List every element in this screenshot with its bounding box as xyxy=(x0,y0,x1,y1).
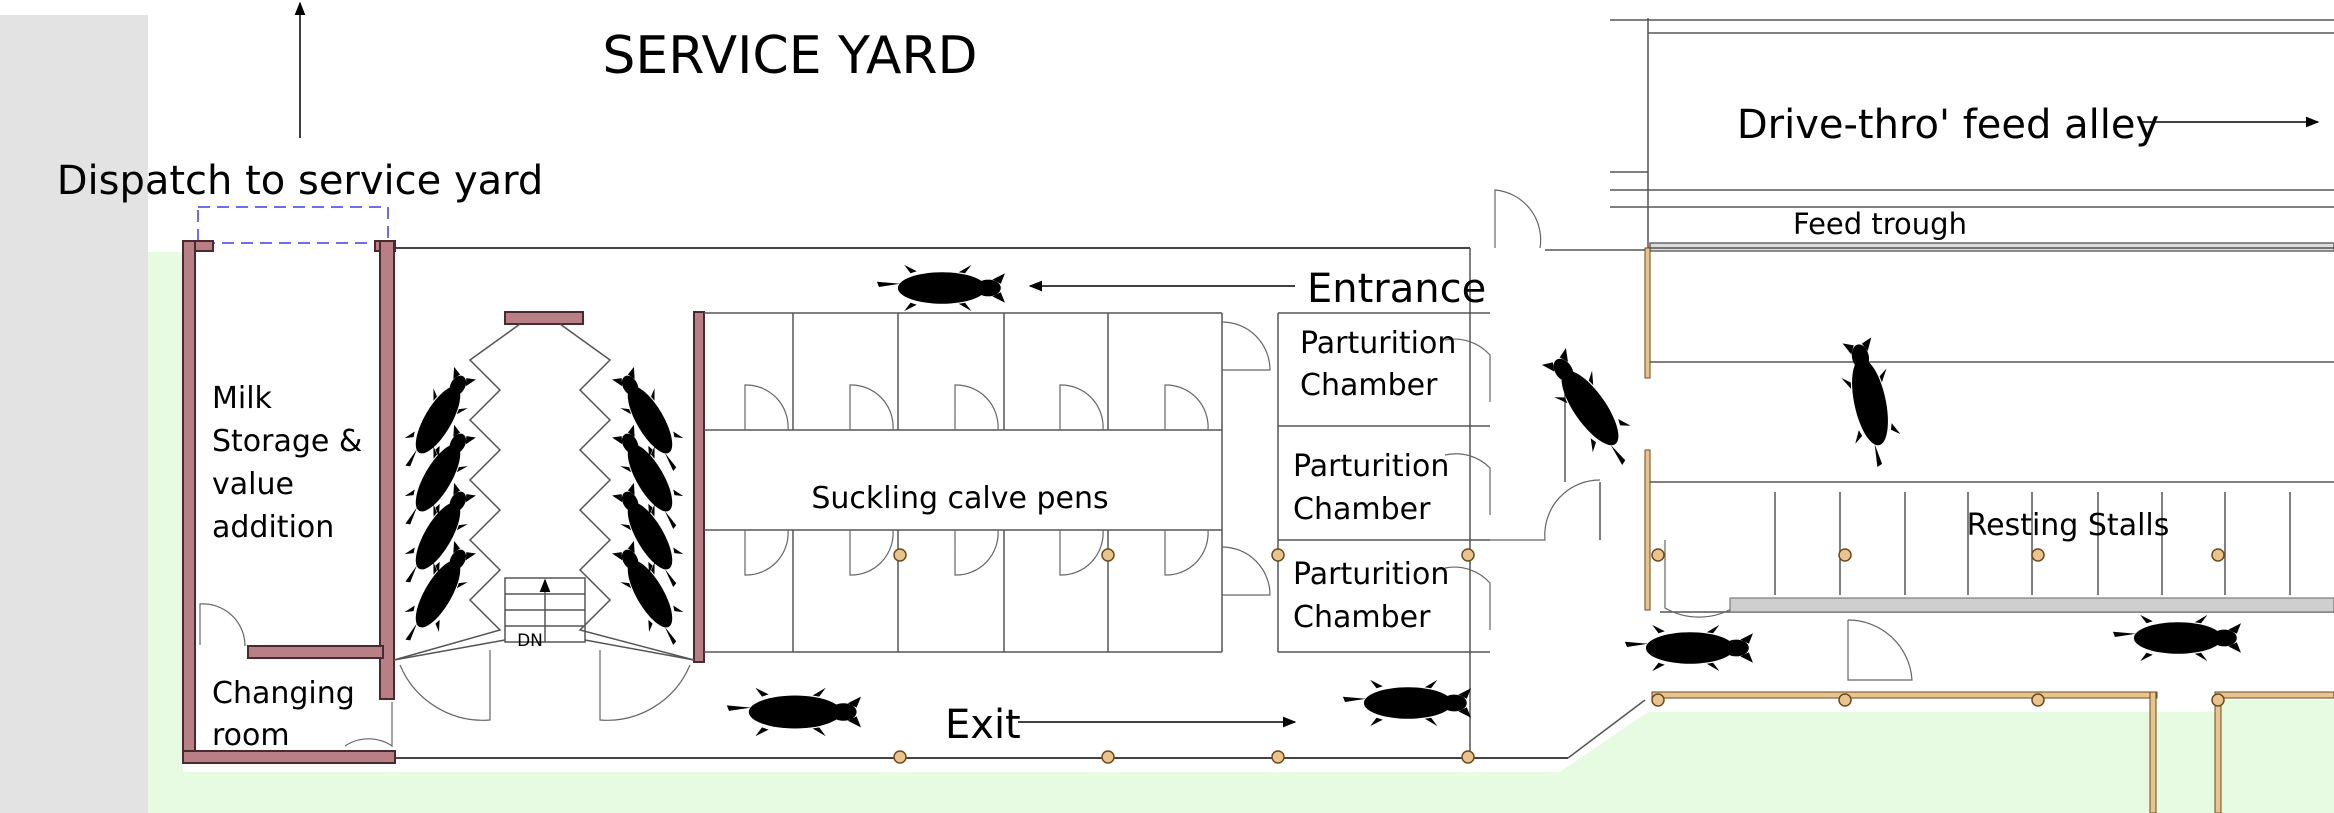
entrance-label: Entrance xyxy=(1307,266,1486,312)
milk-storage-label-4: addition xyxy=(212,510,334,545)
stall-door xyxy=(1664,540,1913,681)
dispatch-label: Dispatch to service yard xyxy=(57,158,544,204)
grass-left xyxy=(148,252,183,772)
suckling-pens-label: Suckling calve pens xyxy=(811,481,1108,516)
changing-room-door xyxy=(344,702,393,748)
milk-room-door xyxy=(199,603,246,647)
support-posts xyxy=(893,548,2225,764)
milk-storage-label-3: value xyxy=(212,467,294,502)
yard-bottom-left xyxy=(1655,712,2155,813)
yard-bottom-right xyxy=(2220,700,2334,813)
resting-stalls-label: Resting Stalls xyxy=(1967,508,2170,543)
resting-stalls xyxy=(1729,492,2334,613)
parturition-2-label-2: Chamber xyxy=(1293,492,1431,527)
cow-icon xyxy=(2112,614,2241,662)
milk-storage-label-2: Storage & xyxy=(212,424,362,459)
cow-icon xyxy=(1534,343,1647,475)
milk-storage-label-1: Milk xyxy=(212,381,273,416)
milking-parlour xyxy=(393,311,705,721)
parturition-3-label-1: Parturition xyxy=(1293,557,1449,592)
parturition-chambers xyxy=(1277,312,1601,653)
exit-label: Exit xyxy=(945,702,1021,748)
changing-room-label-2: room xyxy=(212,718,290,753)
milk-room-walls xyxy=(182,240,396,764)
parturition-2-label-1: Parturition xyxy=(1293,449,1449,484)
parturition-1-label-1: Parturition xyxy=(1300,326,1456,361)
cow-icon xyxy=(876,264,1005,312)
service-yard-label: SERVICE YARD xyxy=(602,26,977,86)
stair-dn-label: DN xyxy=(517,631,543,651)
entrance-door xyxy=(1494,189,1542,249)
side-strip xyxy=(0,15,148,813)
changing-room-label-1: Changing xyxy=(212,676,355,711)
suckling-calve-pens xyxy=(704,312,1271,653)
feed-trough xyxy=(1649,242,2334,252)
parturition-1-label-2: Chamber xyxy=(1300,368,1438,403)
cow-icon xyxy=(726,687,861,737)
cow-icon xyxy=(1834,335,1907,471)
cow-icon xyxy=(1624,624,1753,672)
parturition-3-label-2: Chamber xyxy=(1293,600,1431,635)
cow-icon xyxy=(1342,679,1471,727)
dispatch-opening xyxy=(197,206,389,244)
boundary-fence xyxy=(1644,247,2334,813)
feed-trough-label: Feed trough xyxy=(1793,207,1967,241)
feed-alley-lines xyxy=(1610,18,2334,252)
drive-thro-label: Drive-thro' feed alley xyxy=(1737,102,2159,148)
